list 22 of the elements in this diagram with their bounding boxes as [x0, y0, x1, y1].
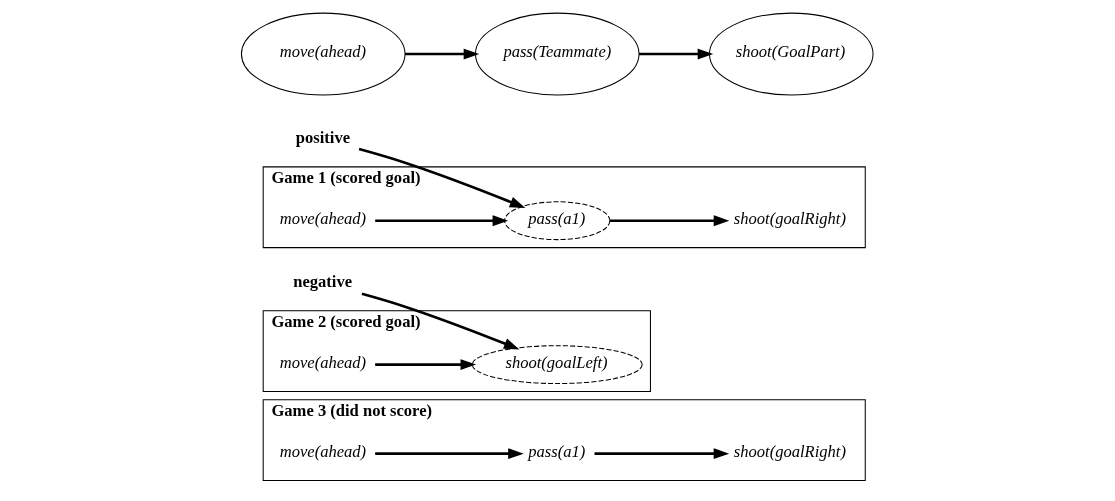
- arrow: [375, 358, 477, 370]
- node-text: shoot(goalRight): [733, 441, 846, 461]
- arrow: [358, 147, 526, 208]
- arrow: [375, 447, 524, 459]
- arrow: [594, 447, 730, 459]
- arrow: [405, 48, 480, 59]
- node-ellipse: shoot(goalLeft): [471, 344, 643, 384]
- node-ellipse: move(ahead): [240, 12, 406, 95]
- arrow: [610, 214, 730, 226]
- node-text: positive: [295, 127, 351, 147]
- arrow: [639, 48, 714, 59]
- node-ellipse: shoot(GoalPart): [708, 12, 874, 95]
- node-text: move(ahead): [279, 352, 367, 372]
- node-text: shoot(goalRight): [733, 208, 846, 228]
- node-text: move(ahead): [279, 208, 367, 228]
- node-ellipse: pass(a1): [504, 200, 611, 240]
- node-text: pass(a1): [528, 441, 586, 461]
- node-text: move(ahead): [279, 441, 367, 461]
- arrow: [361, 291, 520, 349]
- arrow: [375, 214, 509, 226]
- node-ellipse: pass(Teammate): [474, 12, 640, 95]
- node-text: negative: [293, 271, 353, 291]
